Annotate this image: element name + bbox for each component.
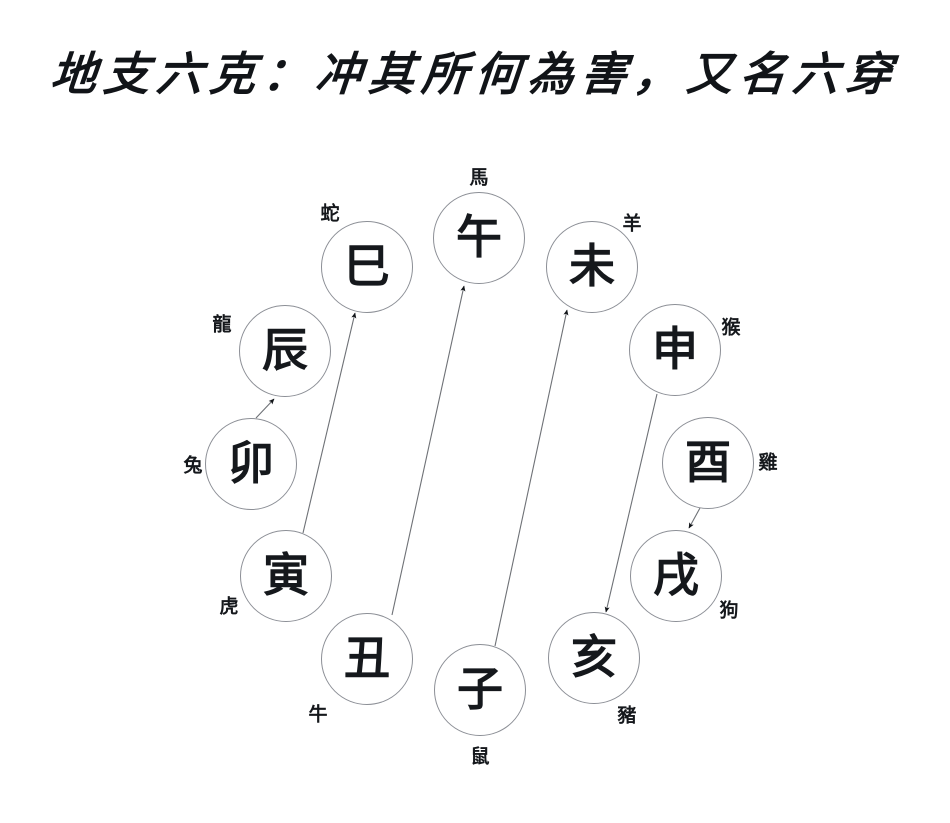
zodiac-label-yin: 虎 (219, 595, 239, 618)
branch-node-zi[interactable]: 子 (434, 644, 526, 736)
branch-node-xu[interactable]: 戌 (630, 530, 722, 622)
zodiac-label-shen: 猴 (721, 316, 741, 339)
arrow-yin-si (302, 312, 357, 534)
branch-label-shen: 申 (652, 322, 698, 376)
branch-circle-you (662, 417, 754, 509)
zodiac-label-wu: 馬 (469, 166, 489, 189)
branch-label-wei: 未 (569, 239, 615, 293)
arrow-mao-chen (255, 398, 275, 419)
branch-circle-mao (205, 418, 297, 510)
zodiac-label-xu: 狗 (719, 599, 739, 622)
arrow-chou-wu (391, 285, 466, 616)
branch-node-chou[interactable]: 丑 (321, 613, 413, 705)
branch-circle-wu (433, 192, 525, 284)
branch-label-you: 酉 (685, 435, 731, 489)
zodiac-label-chen: 龍 (212, 313, 232, 336)
zodiac-label-si: 蛇 (320, 202, 340, 225)
branch-label-hai: 亥 (571, 630, 617, 684)
branch-node-yin[interactable]: 寅 (240, 530, 332, 622)
zodiac-label-you: 雞 (758, 451, 778, 474)
branch-node-chen[interactable]: 辰 (239, 305, 331, 397)
branch-circle-shen (629, 304, 721, 396)
zodiac-label-wei: 羊 (622, 212, 642, 235)
branch-node-wu[interactable]: 午 (433, 192, 525, 284)
branch-label-mao: 卯 (228, 436, 274, 490)
branch-label-xu: 戌 (653, 548, 699, 602)
arrow-shen-hai (604, 393, 658, 613)
branch-label-zi: 子 (457, 662, 503, 716)
branch-node-wei[interactable]: 未 (546, 221, 638, 313)
branch-circle-chou (321, 613, 413, 705)
branch-label-wu: 午 (456, 210, 502, 264)
branch-node-si[interactable]: 巳 (321, 221, 413, 313)
branch-circle-yin (240, 530, 332, 622)
branch-circle-zi (434, 644, 526, 736)
arrow-zi-wei (494, 309, 569, 647)
branch-node-hai[interactable]: 亥 (548, 612, 640, 704)
branch-label-si: 巳 (344, 239, 390, 293)
branch-circle-xu (630, 530, 722, 622)
branch-label-yin: 寅 (263, 548, 309, 602)
zodiac-label-chou: 牛 (308, 703, 328, 726)
arrow-you-xu (688, 507, 701, 529)
branch-node-mao[interactable]: 卯 (205, 418, 297, 510)
branch-circle-wei (546, 221, 638, 313)
branch-label-chen: 辰 (262, 323, 308, 377)
zodiac-label-mao: 兔 (183, 454, 203, 477)
zodiac-label-hai: 豬 (617, 704, 637, 727)
arrow-layer (255, 285, 701, 647)
branch-label-chou: 丑 (344, 631, 390, 685)
branch-node-you[interactable]: 酉 (662, 417, 754, 509)
branch-circle-hai (548, 612, 640, 704)
branch-circle-chen (239, 305, 331, 397)
branch-circle-si (321, 221, 413, 313)
branch-node-shen[interactable]: 申 (629, 304, 721, 396)
zodiac-label-zi: 鼠 (470, 745, 490, 768)
